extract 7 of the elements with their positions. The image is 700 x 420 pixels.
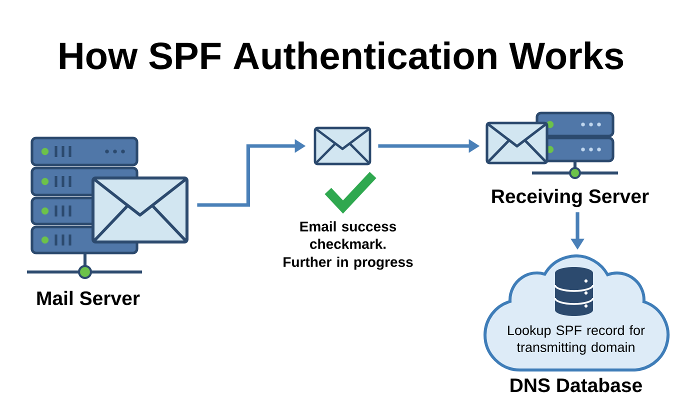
envelope-icon bbox=[314, 126, 372, 166]
title: How SPF Authentication Works bbox=[60, 41, 624, 70]
node-label: Further in progress bbox=[284, 256, 413, 270]
node-label: Mail Server bbox=[37, 290, 140, 306]
node-label: DNS Database bbox=[510, 378, 642, 392]
node-label: Email success checkmark. bbox=[300, 221, 396, 249]
node-label: Receiving Server bbox=[492, 188, 649, 208]
